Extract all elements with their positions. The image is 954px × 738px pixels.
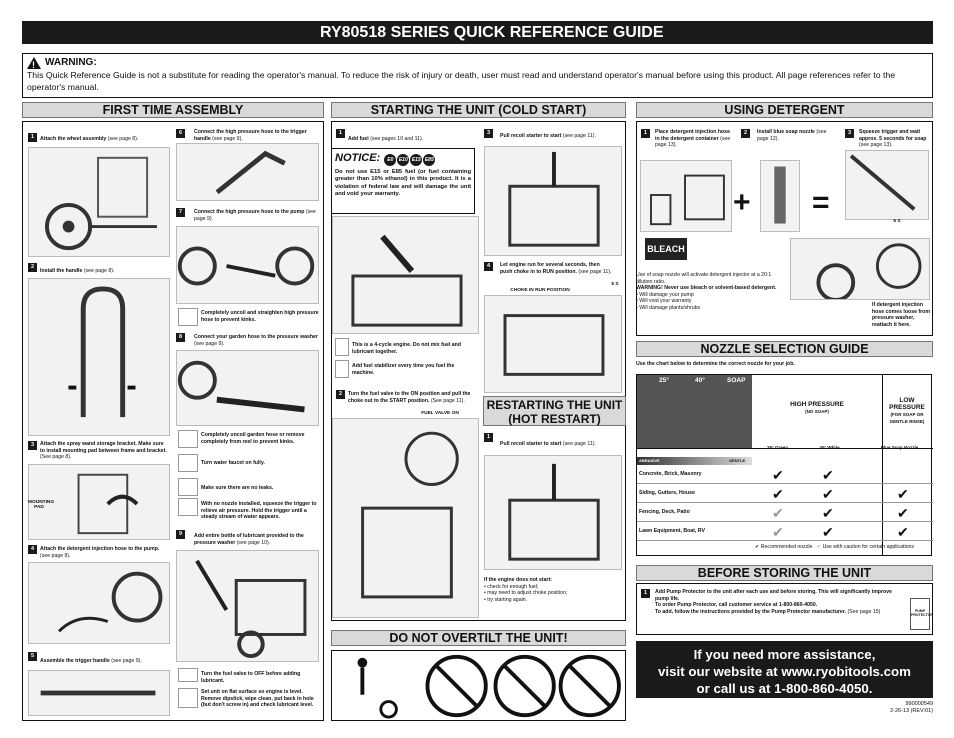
detergent-panel [636,121,933,336]
restart-illustration [484,455,622,570]
step-number: 3 [28,441,37,450]
timer-icon: 5 S [893,219,901,224]
section-storing: BEFORE STORING THE UNIT [636,565,933,581]
check-icon: ✔ [772,467,784,483]
section-overtilt: DO NOT OVERTILT THE UNIT! [331,630,626,646]
section-restart: RESTARTING THE UNIT (HOT RESTART) [483,396,626,426]
step-text: Attach the wheel assembly (see page 8). [40,136,139,142]
nozzle-legend: ✔ Recommended nozzle ✔ Use with caution … [755,544,914,550]
add-fuel-illustration [332,216,479,334]
step-number: 2 [741,129,750,138]
restart-help: If the engine does not start: • check fo… [484,577,568,603]
check-icon: ✔ [897,486,909,502]
check-icon: ✔ [822,524,834,540]
step-number: 9 [176,530,185,539]
choke-run-label: CHOKE IN RUN POSITION [510,288,570,293]
warning-box: WARNING: This Quick Reference Guide is n… [22,53,933,98]
step-number: 1 [641,589,650,598]
step-number: 8 [176,333,185,342]
handle-illustration [28,278,170,436]
step-number: 3 [845,129,854,138]
injection-hose-illustration [790,238,930,302]
step-number: 4 [28,545,37,554]
plus-sign: + [733,186,751,219]
step-number: 2 [28,263,37,272]
overtilt-illustration [331,650,626,721]
notice-text: Do not use E15 or E85 fuel (or fuel cont… [335,169,471,198]
mounting-pad-label: MOUNTING PAD [28,500,55,510]
pump-hose-illustration [176,226,319,304]
storing-panel [636,583,933,635]
trigger-hose-illustration [176,143,319,201]
check-icon: ✔ [822,486,834,502]
warning-heading: WARNING: [45,57,97,68]
detergent-container-illustration [640,160,732,232]
assistance-box: If you need more assistance, visit our w… [636,641,933,698]
nozzle-chart: 25° 40° SOAP HIGH PRESSURE(NO SOAP) LOW … [636,374,933,556]
fuel-badge: E85 [423,154,436,166]
page-title: RY80518 SERIES QUICK REFERENCE GUIDE [22,21,933,44]
fuel-valve-on-label: FUEL VALVE ON [421,411,459,416]
pump-protector-bottle: PUMP PROTECTOR [910,598,933,630]
section-detergent: USING DETERGENT [636,102,933,118]
step-number: 1 [336,129,345,138]
trigger-icon [178,498,198,516]
garden-hose-illustration [176,350,319,426]
step-number: 6 [176,129,185,138]
caution-check-icon: ✔ [772,524,784,540]
bracket-illustration [28,464,170,540]
caution-check-icon: ✔ [772,505,784,521]
step-number: 7 [176,208,185,217]
warning-text: This Quick Reference Guide is not a subs… [27,70,896,92]
check-icon: ✔ [897,524,909,540]
dipstick-icon [178,688,198,708]
section-starting: STARTING THE UNIT (COLD START) [331,102,626,118]
engine-icon [335,338,349,356]
fuel-valve-icon [178,668,198,682]
step-number: 5 [28,652,37,661]
section-first-time-assembly: FIRST TIME ASSEMBLY [22,102,324,118]
uncoil-garden-icon [178,430,198,448]
step-number: 3 [484,129,493,138]
section-nozzle: NOZZLE SELECTION GUIDE [636,341,933,357]
soap-nozzle-illustration [760,160,800,232]
stabilizer-icon [335,360,349,378]
recoil-starter-illustration [484,146,622,256]
fuel-badge: E10 [397,154,410,166]
choke-run-illustration [484,295,622,393]
no-bleach-icon: BLEACH [645,238,687,260]
step-number: 1 [641,129,650,138]
check-icon: ✔ [822,505,834,521]
step-number: 1 [28,133,37,142]
trigger-handle-illustration [28,670,170,716]
faucet-icon [178,454,198,472]
leak-check-icon [178,478,198,496]
check-icon: ✔ [822,467,834,483]
fuel-valve-illustration [332,418,479,618]
detergent-hose-illustration [28,562,170,644]
fuel-badge: E15 [410,154,423,166]
assembly-panel [22,121,324,721]
lubricant-illustration [176,550,319,662]
starting-panel [331,121,626,621]
squeeze-trigger-illustration [845,150,929,220]
fuel-badge: E0 [384,154,397,166]
check-icon: ✔ [897,505,909,521]
step-number: 4 [484,262,493,271]
uncoil-icon [178,308,198,326]
wheel-assembly-illustration [28,147,170,257]
step-number: 2 [336,390,345,399]
check-icon: ✔ [772,486,784,502]
warning-icon [27,57,41,71]
equals-sign: = [812,186,830,219]
timer-icon: 5 S [611,282,619,287]
step-number: 1 [484,433,493,442]
